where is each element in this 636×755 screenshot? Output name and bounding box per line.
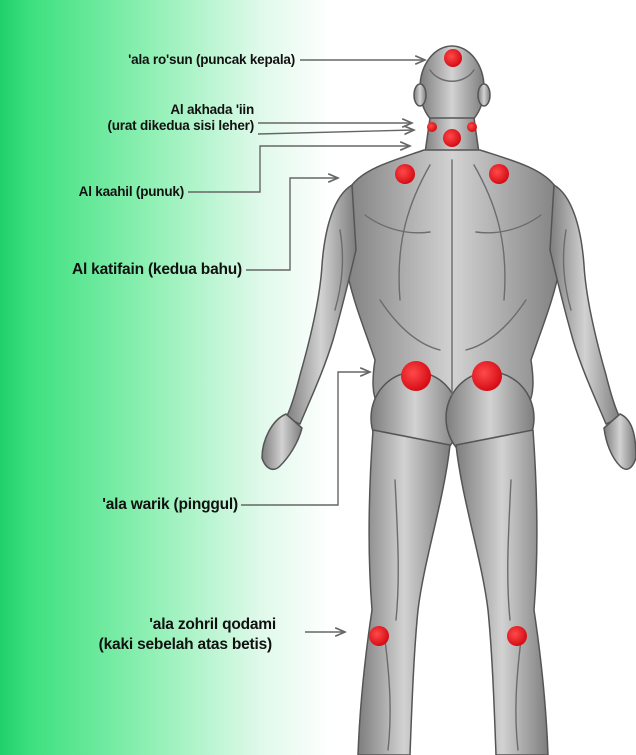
point-neck-left bbox=[427, 122, 437, 132]
label-neck-line1: Al akhada 'iin bbox=[20, 102, 254, 118]
point-hip-right bbox=[472, 361, 502, 391]
label-neck: Al akhada 'iin (urat dikedua sisi leher) bbox=[20, 102, 254, 134]
left-leg bbox=[358, 430, 450, 755]
point-calf-right bbox=[507, 626, 527, 646]
label-feet-line1: 'ala zohril qodami bbox=[10, 615, 300, 635]
body-figure bbox=[262, 46, 636, 755]
label-crown: 'ala ro'sun (puncak kepala) bbox=[60, 52, 295, 68]
point-neck-right bbox=[467, 122, 477, 132]
right-arm bbox=[550, 185, 620, 424]
point-shoulder-left bbox=[395, 164, 415, 184]
point-shoulder-right bbox=[489, 164, 509, 184]
torso bbox=[341, 150, 565, 405]
point-crown bbox=[444, 49, 462, 67]
label-shoulders: Al katifain (kedua bahu) bbox=[8, 260, 242, 280]
point-calf-left bbox=[369, 626, 389, 646]
right-leg bbox=[456, 430, 548, 755]
arrow-neck-2 bbox=[258, 130, 414, 134]
point-nape bbox=[443, 129, 461, 147]
label-feet: 'ala zohril qodami (kaki sebelah atas be… bbox=[10, 615, 300, 655]
label-feet-line2: (kaki sebelah atas betis) bbox=[10, 635, 300, 655]
label-neck-line2: (urat dikedua sisi leher) bbox=[20, 118, 254, 134]
left-arm bbox=[286, 185, 356, 424]
point-hip-left bbox=[401, 361, 431, 391]
label-nape: Al kaahil (punuk) bbox=[20, 184, 184, 200]
left-hand bbox=[262, 414, 302, 469]
label-hips: 'ala warik (pinggul) bbox=[20, 495, 238, 515]
